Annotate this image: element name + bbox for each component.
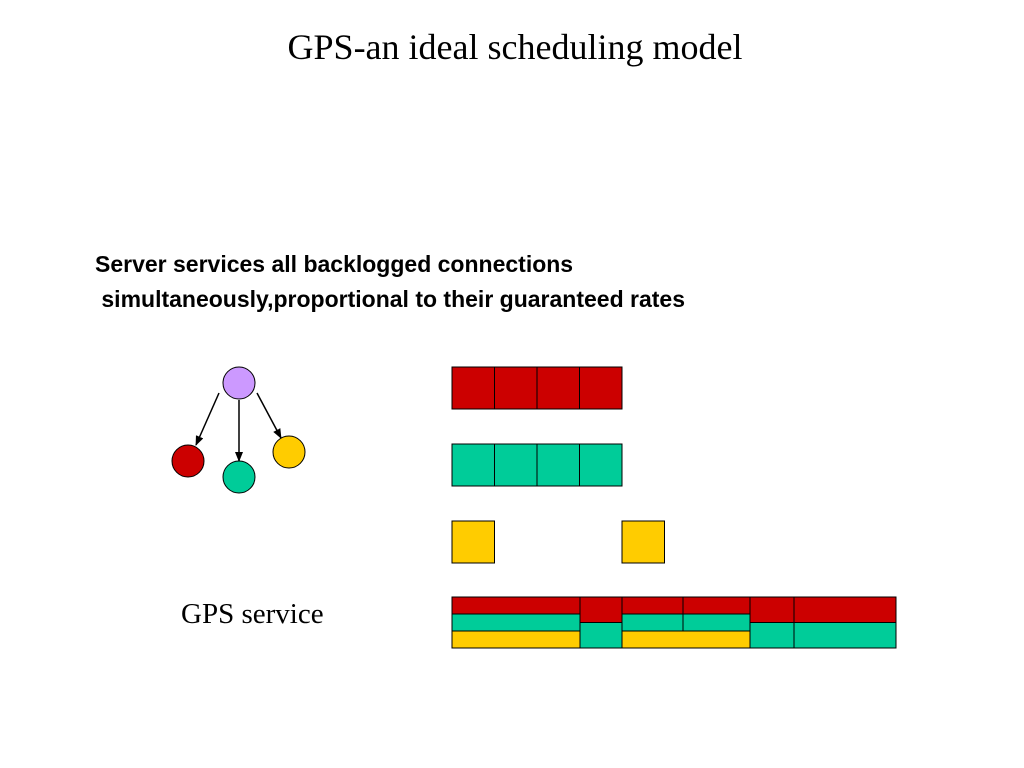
timeline-red-share	[621, 596, 684, 615]
timeline-green-share	[579, 622, 623, 649]
timeline-green-share	[451, 613, 581, 632]
green-packet	[494, 443, 538, 487]
timeline-green-share	[682, 613, 751, 632]
arrow-to-red	[195, 392, 220, 446]
connection-tree	[171, 366, 306, 494]
red-packet	[494, 366, 538, 410]
gps-service-timeline	[451, 596, 897, 649]
timeline-green-share	[621, 613, 684, 632]
green-packet	[451, 443, 495, 487]
yellow-connection-node	[272, 435, 306, 469]
timeline-red-share	[451, 596, 581, 615]
timeline-yellow-share	[451, 630, 581, 649]
red-packet	[451, 366, 495, 410]
gps-service-label: GPS service	[181, 598, 324, 630]
red-connection-node	[171, 444, 205, 478]
description-text: Server services all backlogged connectio…	[95, 247, 685, 317]
description-line-1: Server services all backlogged connectio…	[95, 251, 574, 277]
timeline-red-share	[793, 596, 897, 623]
timeline-red-share	[579, 596, 623, 623]
server-node	[222, 366, 256, 400]
red-packet	[579, 366, 623, 410]
timeline-green-share	[749, 622, 795, 649]
green-connection-node	[222, 460, 256, 494]
yellow-queue	[451, 520, 665, 564]
timeline-green-share	[793, 622, 897, 649]
green-packet	[579, 443, 623, 487]
yellow-packet	[621, 520, 665, 564]
green-packet	[536, 443, 580, 487]
description-line-2: simultaneously,proportional to their gua…	[95, 286, 686, 312]
red-packet	[536, 366, 580, 410]
timeline-red-share	[682, 596, 751, 615]
timeline-red-share	[749, 596, 795, 623]
red-queue	[451, 366, 623, 410]
slide-title: GPS-an ideal scheduling model	[287, 27, 743, 67]
green-queue	[451, 443, 623, 487]
yellow-packet	[451, 520, 495, 564]
arrow-to-yellow	[256, 392, 282, 439]
timeline-yellow-share	[621, 630, 751, 649]
